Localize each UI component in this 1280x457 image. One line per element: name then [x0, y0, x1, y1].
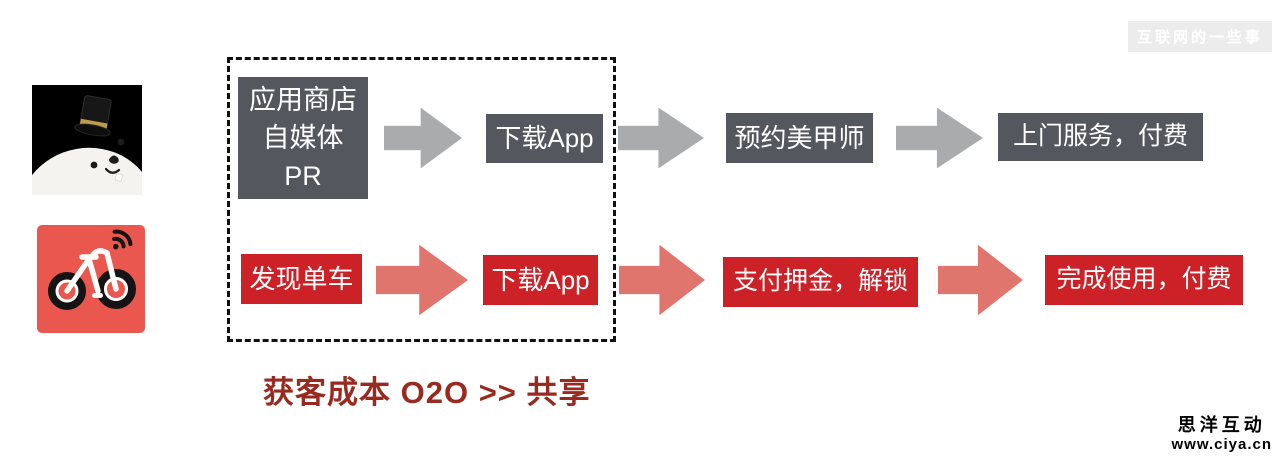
arrow-right-icon — [618, 100, 704, 176]
watermark-bottom-right: 思洋互动 www.ciya.cn — [1172, 415, 1272, 453]
watermark-brand: 思洋互动 — [1177, 415, 1266, 436]
share-step-deposit-unlock: 支付押金，解锁 — [723, 257, 918, 307]
share-step-find-bike: 发现单车 — [241, 254, 362, 304]
watermark-top-right: 互联网的一些事 — [1128, 21, 1273, 52]
share-step-finish-pay: 完成使用，付费 — [1045, 255, 1243, 305]
o2o-step-channels: 应用商店 自媒体 PR — [238, 77, 368, 199]
seal-with-top-hat-icon — [32, 85, 142, 195]
helijia-logo — [32, 85, 142, 195]
acquisition-cost-caption: 获客成本 O2O >> 共享 — [263, 375, 591, 410]
bicycle-with-signal-icon — [37, 225, 145, 333]
arrow-right-icon — [896, 100, 983, 176]
o2o-step-download-app: 下载App — [486, 114, 603, 163]
arrow-right-icon — [938, 236, 1023, 324]
o2o-step-book-manicurist: 预约美甲师 — [726, 113, 873, 163]
mobike-logo — [37, 225, 145, 333]
arrow-right-icon — [619, 236, 705, 324]
watermark-url: www.ciya.cn — [1171, 435, 1272, 453]
share-step-download-app: 下载App — [483, 255, 598, 305]
arrow-right-icon — [384, 100, 462, 176]
acquisition-steps-dashed-frame — [227, 57, 616, 342]
o2o-step-service-pay: 上门服务，付费 — [998, 113, 1203, 161]
arrow-right-icon — [376, 236, 468, 324]
